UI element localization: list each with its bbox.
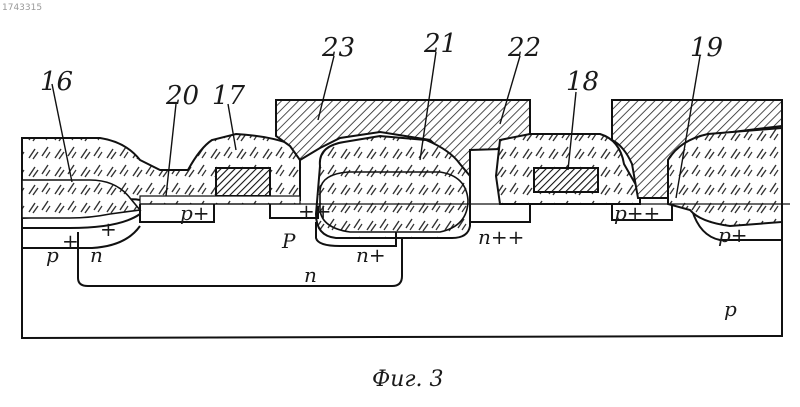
document-stamp: 1743315 — [2, 3, 42, 13]
label-17: 17 — [212, 81, 246, 111]
n-well-region — [78, 232, 402, 286]
polysilicon-gate-18 — [534, 168, 598, 192]
region-label-p-plus-plus: p++ — [614, 201, 660, 225]
label-23: 23 — [321, 33, 355, 63]
p-plus-isolation-left-lower — [22, 226, 140, 248]
label-22: 22 — [507, 33, 541, 63]
region-label-p-plus-right: p+ — [718, 223, 748, 247]
region-label-n-plus-plus: n++ — [478, 225, 524, 249]
region-label-n-left: n — [90, 243, 103, 267]
polysilicon-gate-left — [216, 168, 270, 196]
label-19: 19 — [690, 33, 723, 63]
region-label-p-left: p — [46, 243, 59, 267]
region-label-plus-a: + — [62, 229, 79, 253]
region-label-n-plus: n+ — [356, 243, 386, 267]
label-18: 18 — [566, 67, 599, 97]
oxide-bulge-inner — [320, 172, 468, 232]
label-16: 16 — [40, 67, 73, 97]
region-label-plus-b: + — [100, 217, 117, 241]
region-label-p-plus-left: p+ — [180, 201, 210, 225]
label-20: 20 — [165, 81, 199, 111]
figure-caption: Фиг. 3 — [372, 367, 444, 392]
gate-oxide-strip — [140, 196, 300, 204]
region-label-P: P — [281, 229, 296, 253]
region-label-plus-plus: ++ — [298, 199, 332, 223]
region-label-p-substrate: p — [724, 297, 737, 321]
label-21: 21 — [423, 29, 457, 59]
n-plus-plus-region — [470, 204, 530, 222]
region-label-n-well: n — [304, 263, 317, 287]
